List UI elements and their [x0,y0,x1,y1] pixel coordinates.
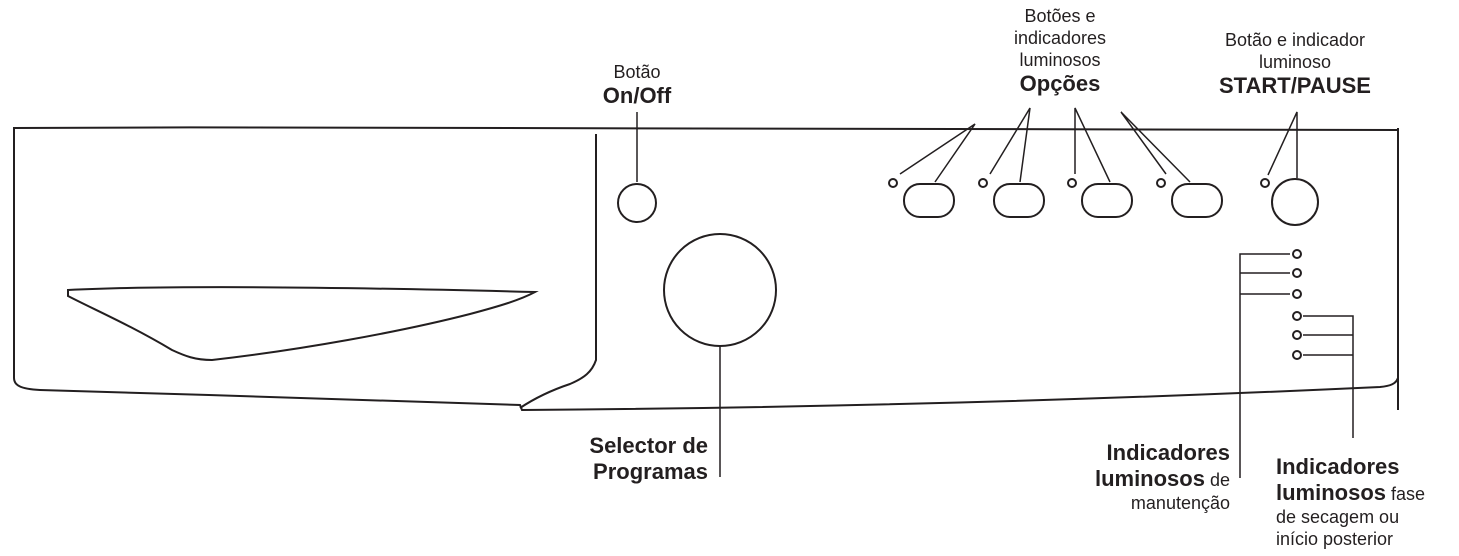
option-led-3 [1067,178,1077,188]
maintenance-bracket [1239,253,1290,478]
start-pause-label: Botão e indicador luminoso START/PAUSE [1185,29,1405,99]
maintenance-label-line2-bold: luminosos [1094,466,1205,491]
drying-led-2 [1292,330,1302,340]
program-selector-label-line2: Programas [593,459,708,484]
drying-label-line2-rest: fase [1386,484,1426,504]
program-selector-label: Selector de Programas [520,433,708,485]
option-button-4[interactable] [1171,183,1223,218]
drawer-handle [67,286,539,362]
program-selector-label-line1: Selector de [589,433,708,458]
maintenance-label-line1: Indicadores [1106,440,1230,465]
options-label-line3: luminosos [1019,50,1101,70]
options-label-line2: indicadores [1013,28,1107,48]
drying-label-line1: Indicadores [1276,454,1400,479]
options-label-line1: Botões e [1024,6,1096,26]
option-led-1 [888,178,898,188]
option-led-2 [978,178,988,188]
on-off-label-line1: Botão [613,62,661,82]
drying-led-1 [1292,311,1302,321]
start-pause-label-line3: START/PAUSE [1219,73,1371,98]
options-label-line4: Opções [1019,71,1101,96]
start-pause-label-line2: luminoso [1258,52,1332,72]
option-button-1[interactable] [903,183,955,218]
maintenance-label-line2-rest: de [1204,470,1230,490]
maintenance-led-3 [1292,289,1302,299]
program-selector-knob[interactable] [663,233,777,347]
on-off-label-line2: On/Off [602,83,672,108]
on-off-label: Botão On/Off [567,61,707,109]
start-pause-button[interactable] [1271,178,1319,226]
drying-label-line2-bold: luminosos [1276,480,1387,505]
start-pause-label-line1: Botão e indicador [1224,30,1366,50]
options-label: Botões e indicadores luminosos Opções [985,5,1135,97]
option-button-3[interactable] [1081,183,1133,218]
maintenance-label: Indicadores luminosos de manutenção [1030,440,1230,514]
drying-led-3 [1292,350,1302,360]
drying-label: Indicadores luminosos fase de secagem ou… [1276,454,1456,550]
options-leader-pair-4 [1120,111,1191,183]
options-leader-pair-3 [1074,107,1111,183]
maintenance-label-line3: manutenção [1130,493,1230,513]
options-leader-pair-1 [899,123,976,183]
start-pause-led [1260,178,1270,188]
maintenance-led-1 [1292,249,1302,259]
drying-bracket [1303,315,1354,438]
option-button-2[interactable] [993,183,1045,218]
option-led-4 [1156,178,1166,188]
drawer-divider [519,134,597,409]
drying-label-line4: início posterior [1276,529,1394,549]
start-pause-leader [1267,111,1298,178]
drying-label-line3: de secagem ou [1276,507,1400,527]
on-off-button[interactable] [617,183,657,223]
maintenance-led-2 [1292,268,1302,278]
options-leader-pair-2 [989,107,1031,183]
